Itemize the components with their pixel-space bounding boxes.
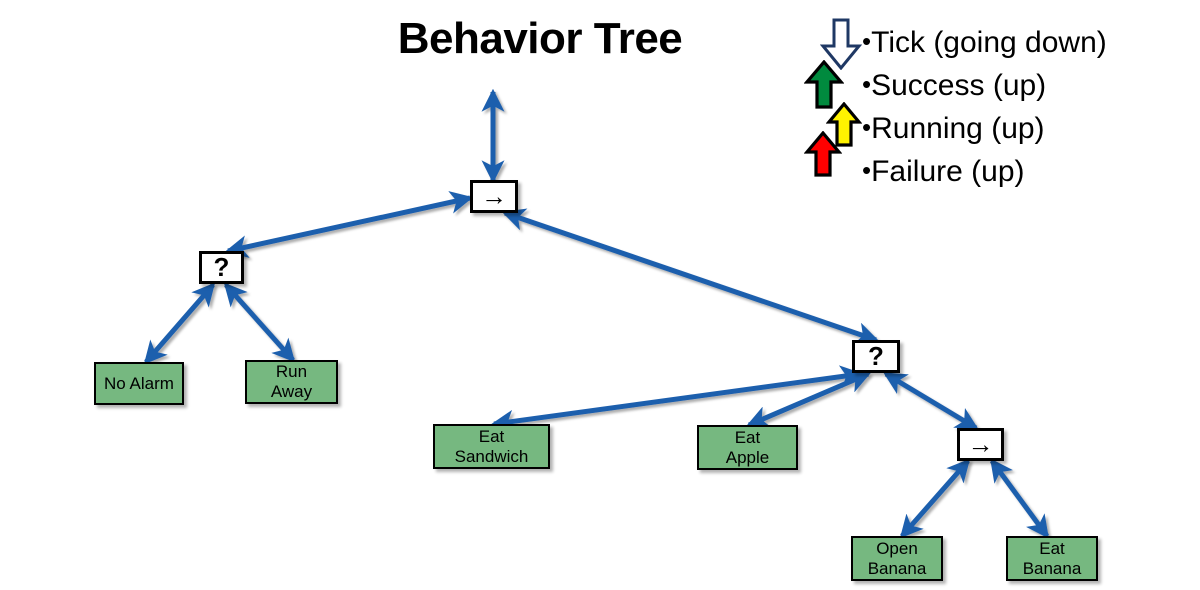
legend-item-tick: •Tick (going down) [862,28,1107,58]
legend: •Tick (going down) •Success (up) •Runnin… [800,12,1200,192]
node-right-selector[interactable]: ? [852,340,900,373]
legend-label-tick: Tick (going down) [871,26,1107,59]
running-up-arrow-icon [826,102,862,147]
legend-item-success: •Success (up) [862,71,1046,101]
legend-label-success: Success (up) [871,69,1047,102]
node-leaf-no-alarm[interactable]: No Alarm [94,362,184,405]
page-title: Behavior Tree [397,14,683,63]
legend-label-running: Running (up) [871,112,1045,145]
edge-right-eat-apple [746,371,871,428]
edge-banana-open [899,458,971,539]
node-label: ? [868,340,884,371]
node-label: No Alarm [104,373,174,393]
edge-selector-no-alarm [143,282,216,365]
edge-root-left-selector [224,190,474,259]
legend-item-failure: •Failure (up) [862,157,1025,187]
edge-right-banana-sequence [883,371,979,431]
node-root-sequence[interactable]: → [470,180,518,213]
edge-selector-run-away [223,282,296,363]
legend-bullet: • [862,112,872,142]
node-label: → [967,428,994,459]
edge-root-right-selector [501,208,880,345]
legend-bullet: • [862,155,872,185]
legend-bullet: • [862,26,872,56]
edge-banana-eat [989,458,1050,539]
node-banana-sequence[interactable]: → [957,428,1004,461]
legend-label-failure: Failure (up) [871,155,1025,188]
legend-item-running: •Running (up) [862,114,1045,144]
node-left-selector[interactable]: ? [199,251,244,284]
node-label: → [481,180,507,211]
legend-bullet: • [862,69,872,99]
success-up-arrow-icon [804,60,844,109]
tick-down-arrow-icon [820,18,862,70]
node-label: ? [213,251,230,282]
failure-up-arrow-icon [804,131,842,177]
